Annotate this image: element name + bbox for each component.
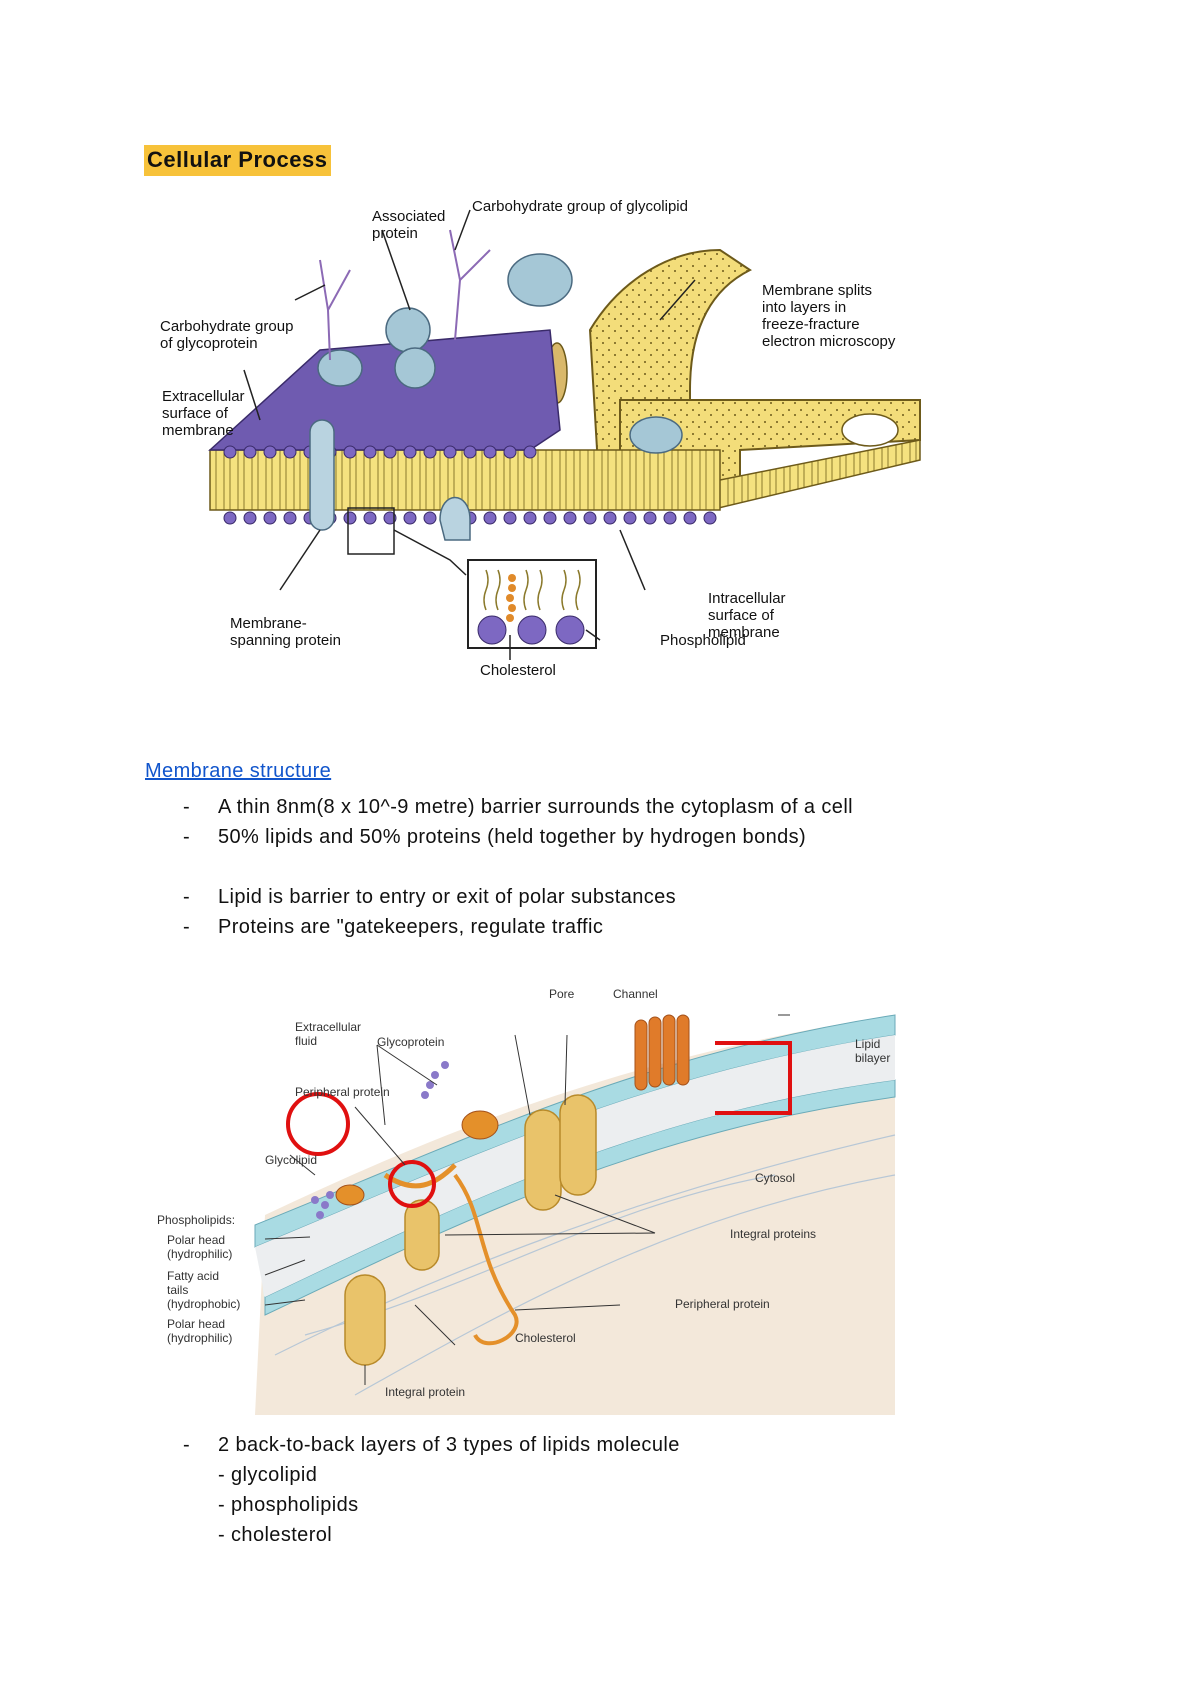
label-carb-glycolipid: Carbohydrate group of glycolipid xyxy=(472,198,688,215)
label-polar-head-1: Polar head(hydrophilic) xyxy=(167,1233,233,1261)
label-glycoprotein: Glycoprotein xyxy=(377,1035,445,1049)
membrane-diagram-1 xyxy=(208,209,921,660)
page-title: Cellular Process xyxy=(144,145,332,176)
label-integral-protein: Integral protein xyxy=(385,1385,466,1399)
bullet-dash: - xyxy=(183,916,191,938)
label-channel: Channel xyxy=(613,987,658,1001)
label-polar-head-2: Polar head(hydrophilic) xyxy=(167,1317,233,1345)
bullet-dash: - xyxy=(183,1434,191,1456)
bullet-dash: - xyxy=(183,826,191,848)
label-phospholipid: Phospholipid xyxy=(660,632,746,649)
label-cholesterol-2: Cholesterol xyxy=(515,1331,576,1345)
sub-list-item: - glycolipid xyxy=(218,1464,318,1486)
label-peripheral-protein-top: Peripheral protein xyxy=(295,1085,390,1099)
membrane-structure-link[interactable]: Membrane structure xyxy=(145,760,332,782)
sub-list-item: - cholesterol xyxy=(218,1524,333,1546)
label-phospholipids: Phospholipids: xyxy=(157,1213,236,1227)
label-glycolipid: Glycolipid xyxy=(265,1153,318,1167)
label-membrane-spanning-protein: Membrane-spanning protein xyxy=(230,615,341,649)
bullet-dash: - xyxy=(183,886,191,908)
label-peripheral-protein-bottom: Peripheral protein xyxy=(675,1297,770,1311)
label-cytosol: Cytosol xyxy=(755,1171,796,1185)
sub-list-item: - phospholipids xyxy=(218,1494,359,1516)
label-pore: Pore xyxy=(549,987,575,1001)
label-cholesterol: Cholesterol xyxy=(480,662,556,679)
label-integral-proteins: Integral proteins xyxy=(730,1227,817,1241)
bullet-dash: - xyxy=(183,796,191,818)
membrane-diagram-2 xyxy=(254,1014,896,1415)
